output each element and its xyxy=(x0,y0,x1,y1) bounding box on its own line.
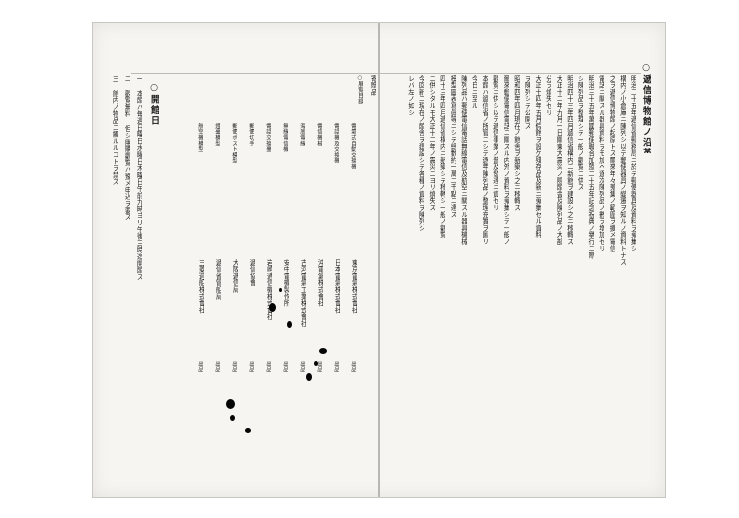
text-frame xyxy=(131,73,641,474)
body-text-column: 電話ニ關スル器具資料ヲモ加ヘ逐次陳列品ノ數ヲ増加セリ xyxy=(597,75,605,252)
exhibit-donor: 大阪遞信局 xyxy=(231,259,239,293)
body-text-column: 大正十四年五月假館ヲ設ケ殘存品及新ニ蒐集セル資料 xyxy=(533,75,541,239)
exhibit-item: 郵便切手 xyxy=(248,123,254,147)
notice-line: 二 觀覧無料 但シ團體觀覧ハ豫メ申込ヲ要ス xyxy=(123,75,131,221)
ink-stain xyxy=(306,373,312,381)
exhibit-note: 出品 xyxy=(316,361,322,373)
notice-line: 一 本館ハ毎週日曜日水曜日木曜日午前九時ヨリ午後三時迄開館ス xyxy=(135,75,143,281)
page-gutter xyxy=(378,23,380,497)
exhibit-donor: 三菱造船株式會社 xyxy=(197,259,205,314)
ink-stain xyxy=(314,361,318,366)
exhibit-note: 出品 xyxy=(214,361,220,373)
body-text-column: 昭和四年四月現在ノ館舎ヲ新築シ之ニ移轉ス xyxy=(512,75,520,211)
ink-stain xyxy=(269,303,276,312)
body-text-column: レバ左ノ如シ xyxy=(406,75,414,116)
body-text-column: 模型圖表寫眞等ニシテ總數約一萬二千點ニ達ス xyxy=(449,75,456,218)
body-text-column: 陳列品ハ郵便電信電話無線電信及航空ニ關スル器具機械 xyxy=(459,75,467,245)
exhibit-item: 無線電信機 xyxy=(282,123,288,152)
exhibit-note: 出品 xyxy=(265,361,271,373)
body-text-column: ヲ陳列シテ公開ス xyxy=(523,75,531,130)
exhibit-donor: 沖電氣株式會社 xyxy=(316,259,324,307)
body-text-column: 之ヲ遞信博物館ノ起原トス爾來年々蒐集ノ範圍ヲ擴メ電信 xyxy=(608,75,615,252)
exhibit-donor: 古河電氣工業株式會社 xyxy=(299,259,307,327)
exhibit-donor: 遞信協會 xyxy=(248,259,256,287)
body-text-column: 明治三十五年萬國郵便聯合加盟二十五年記念祝典ノ擧行ニ際 xyxy=(586,75,594,259)
exhibit-note: 出品 xyxy=(282,361,288,373)
body-text-column: 四十三年四月遞信省構内ニ新築シテ移轉シ一般ノ觀覧 xyxy=(438,75,446,239)
exhibit-note: 出品 xyxy=(248,361,254,373)
body-text-column: 明治四十三年四月遞信省構内ニ新館ヲ建設シ之ニ移轉ス xyxy=(565,75,573,245)
notice-line: 三 館内ノ物品ニ觸ルルコトヲ禁ズ xyxy=(111,75,119,186)
body-text-column: 爾來郵便電信電話ニ關スル内外ノ資料ヲ蒐集シテ一般ノ xyxy=(502,75,509,245)
body-text-column: シ陳列品ヲ整理シテ一般ノ觀覧ニ供ス xyxy=(576,75,584,191)
ink-stain xyxy=(287,321,292,328)
exhibit-donor: 岩崎通信機株式會社 xyxy=(265,259,273,321)
exhibit-note: 出品 xyxy=(299,361,305,373)
body-text-column: 本館ハ遞信省ノ所管ニシテ逐年陳列品ノ整理充實ヲ圖リ xyxy=(480,75,488,245)
body-text-column: 構内ノ小倉庫ニ陳列シ以テ郵便器具ノ變遷ヲ知ルノ資料トナス xyxy=(618,75,626,266)
exhibit-donor: 遞信省管船局 xyxy=(214,259,222,300)
exhibit-note: 出品 xyxy=(350,361,356,373)
exhibit-item: 電氣式自動交換機 xyxy=(350,123,356,170)
ink-stain xyxy=(245,428,251,433)
exhibit-item: 海底電線 xyxy=(299,123,305,147)
exhibit-donor: 安中電機製作所 xyxy=(282,259,290,307)
right-page-heading: ○遞信博物館ノ沿革 xyxy=(641,63,651,153)
book-spread: ○遞信博物館ノ沿革明治二十五年遞信省郵務局ニ於テ郵便器具及資料ヲ蒐集シ構内ノ小倉… xyxy=(92,22,666,498)
ink-stain xyxy=(230,415,235,421)
ink-stain xyxy=(226,399,235,409)
exhibit-note: 出品 xyxy=(333,361,339,373)
body-text-column: 明治二十五年遞信省郵務局ニ於テ郵便器具及資料ヲ蒐集シ xyxy=(629,75,637,252)
body-text-column: ニ供シタルモ大正十二年ノ震災ニヨリ燒失ス xyxy=(427,75,435,211)
body-text-column: 大正十二年九月一日關東大震災ノ際館舎及陳列品ノ大部 xyxy=(555,75,562,245)
exhibit-item: 燈臺模型 xyxy=(214,123,220,147)
body-text-column: 今回新ニ現在ノ館舎ヲ建設シテ各種ノ資料ヲ陳列シ xyxy=(417,75,425,232)
body-text-column: 觀覧ニ供シ以テ遞信事業ノ普及發達ニ資セリ xyxy=(491,75,499,211)
exhibit-note: 出品 xyxy=(231,361,237,373)
exhibit-item: 郵便ポスト模型 xyxy=(231,123,237,164)
exhibit-note: 出品 xyxy=(197,361,203,373)
donor-heading: 寄贈品 xyxy=(369,75,377,96)
exhibit-donor: 東京電氣株式會社 xyxy=(350,259,358,314)
body-text-column: 分ヲ燒失セリ xyxy=(544,75,552,116)
exhibit-item: 航空機模型 xyxy=(197,123,203,152)
section-category: ○展覧目録 xyxy=(357,75,363,105)
ink-stain xyxy=(319,348,327,354)
ink-stain xyxy=(279,288,282,292)
exhibit-item: 電信機械 xyxy=(316,123,322,147)
exhibit-item: 電話機及交換機 xyxy=(333,123,339,164)
notice-heading: ○開館日 xyxy=(149,83,159,126)
body-text-column: 今日ニ至ル xyxy=(470,75,478,109)
exhibit-item: 電話交換臺 xyxy=(265,123,271,152)
exhibit-donor: 日本電氣株式會社 xyxy=(333,259,341,314)
